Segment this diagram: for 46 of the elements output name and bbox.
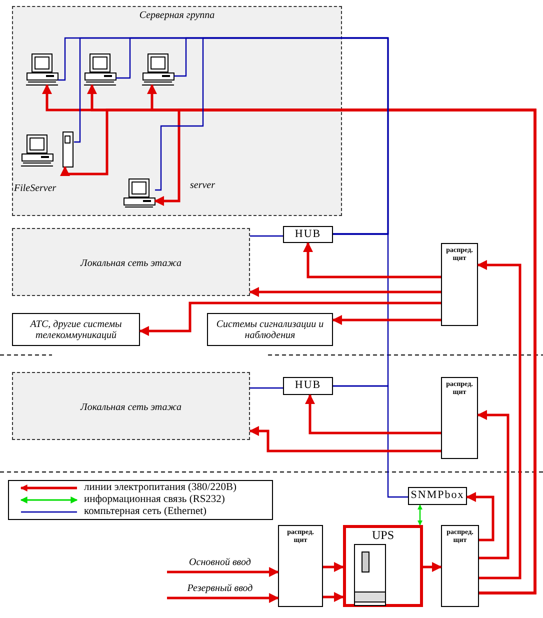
power-line-arrow <box>323 592 344 602</box>
distribution-panel <box>441 243 478 326</box>
legend-text: линии электропитания (380/220В) <box>84 481 236 494</box>
device-box <box>283 226 333 243</box>
power-line-arrow <box>305 394 441 434</box>
device-label: SNMPbox <box>410 490 466 501</box>
server-group-area <box>12 6 342 216</box>
device-label: HUB <box>294 380 322 391</box>
node-label: FileServer <box>14 183 58 194</box>
power-line-arrow <box>167 593 279 603</box>
device-label: HUB <box>294 229 322 240</box>
power-line-arrow <box>477 260 522 580</box>
power-line-arrow <box>303 242 441 278</box>
distribution-panel <box>441 377 478 459</box>
ups-box <box>343 525 423 607</box>
device-box <box>283 377 333 395</box>
power-line-arrow <box>418 504 422 526</box>
node-label: server <box>190 180 216 191</box>
legend-text: информационная связь (RS232) <box>84 493 225 506</box>
network-area <box>12 228 250 296</box>
power-line-arrow <box>139 302 441 336</box>
system-label: АТС, другие системы телекоммуникаций <box>28 319 123 341</box>
system-label: Системы сигнализации и наблюдения <box>215 319 325 341</box>
distribution-panel <box>441 525 479 607</box>
power-line-arrow <box>249 287 441 297</box>
network-cable <box>333 385 408 498</box>
power-line-arrow <box>332 315 441 325</box>
network-area <box>12 372 250 440</box>
network-cable <box>250 235 283 237</box>
legend-text: компьтерная сеть (Ethernet) <box>84 505 207 518</box>
area-label: Локальная сеть этажа <box>79 402 182 413</box>
power-line-arrow <box>249 426 441 452</box>
power-line-arrow <box>477 410 510 560</box>
system-box <box>207 313 333 346</box>
network-cable <box>250 387 283 389</box>
system-box <box>12 313 140 346</box>
network-cable <box>333 233 389 387</box>
distribution-panel <box>278 525 323 607</box>
device-box <box>408 487 467 505</box>
power-line-arrow <box>466 492 494 542</box>
ups-label: UPS <box>370 530 395 541</box>
power-line-arrow <box>167 567 279 577</box>
group-title: Серверная группа <box>138 10 216 21</box>
power-line-arrow <box>323 562 344 572</box>
power-line-arrow <box>423 562 442 572</box>
area-label: Локальная сеть этажа <box>79 258 182 269</box>
